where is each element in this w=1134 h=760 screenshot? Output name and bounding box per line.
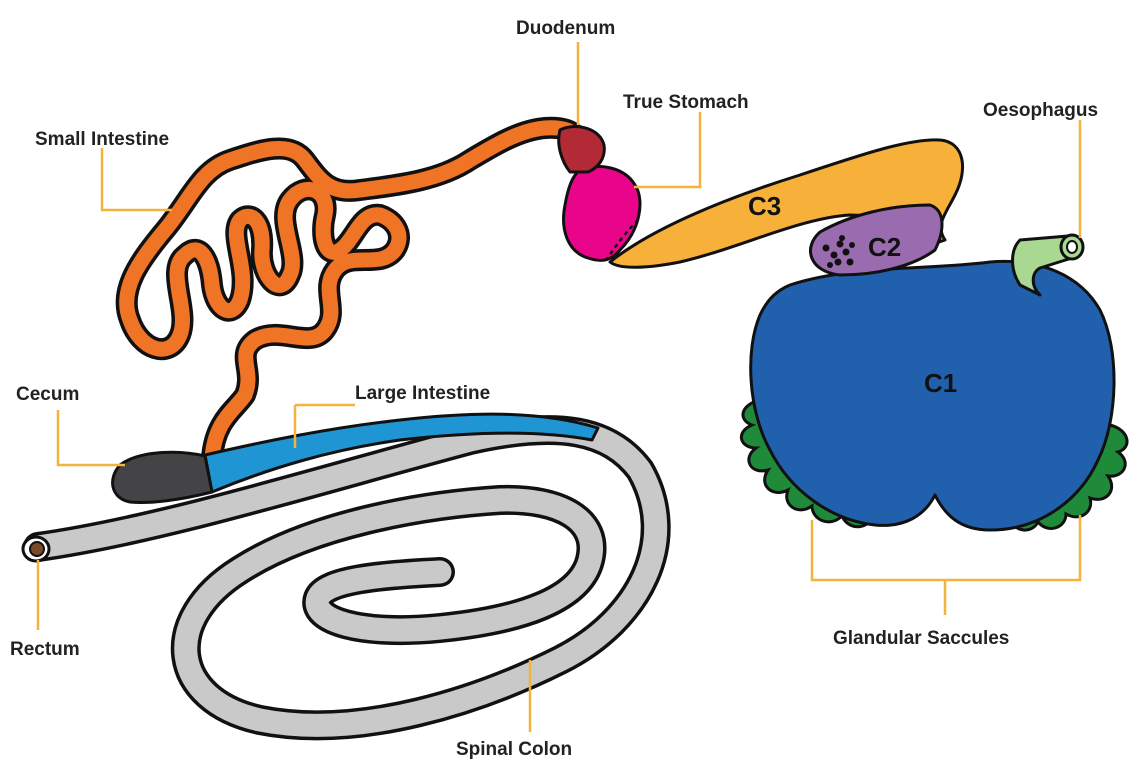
- duodenum: [559, 126, 605, 172]
- rectum: [23, 537, 49, 561]
- label-small-intestine: Small Intestine: [35, 129, 169, 150]
- label-glandular-saccules: Glandular Saccules: [833, 628, 1009, 649]
- label-duodenum: Duodenum: [516, 18, 615, 39]
- label-large-intestine: Large Intestine: [355, 383, 490, 404]
- label-spinal-colon: Spinal Colon: [456, 739, 572, 760]
- label-oesophagus: Oesophagus: [983, 100, 1098, 121]
- label-true-stomach: True Stomach: [623, 92, 749, 113]
- small-intestine: [127, 128, 575, 458]
- label-c3: C3: [748, 191, 781, 221]
- label-c2: C2: [868, 232, 901, 262]
- label-cecum: Cecum: [16, 384, 79, 405]
- cecum: [113, 452, 212, 502]
- label-c1: C1: [924, 368, 957, 398]
- label-rectum: Rectum: [10, 639, 80, 660]
